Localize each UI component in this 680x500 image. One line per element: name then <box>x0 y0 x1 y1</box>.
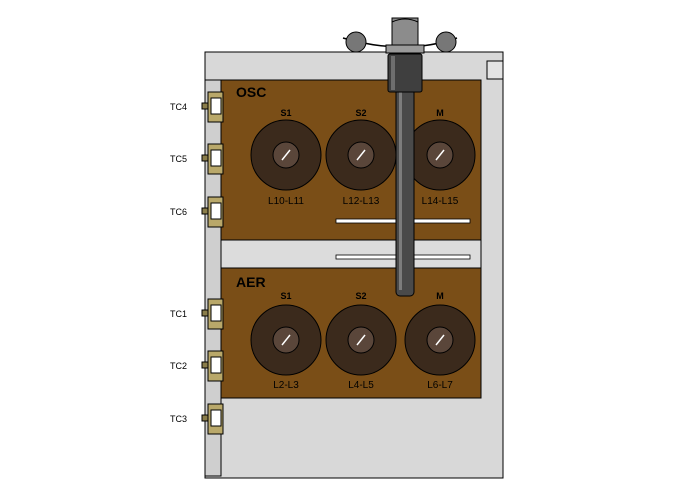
aer-knob-s2-slot-icon <box>356 334 366 346</box>
aer-knob-s1-top-label: S1 <box>280 291 291 301</box>
aer-knob-s1-bottom-label: L2-L3 <box>273 380 299 391</box>
aer-panel-label: AER <box>236 274 266 290</box>
osc-panel-label: OSC <box>236 84 266 100</box>
terminal-tc1-label: TC1 <box>170 309 187 319</box>
osc-knob-m-slot-icon <box>435 149 445 161</box>
osc-knob-m-bottom-label: L14-L15 <box>422 196 459 207</box>
tuning-shaft-highlight <box>399 62 402 290</box>
aer-knob-s1[interactable]: S1 L2-L3 <box>250 291 322 391</box>
aer-knob-m-bottom-label: L6-L7 <box>427 380 453 391</box>
terminal-tc2-label: TC2 <box>170 361 187 371</box>
terminal-tc5-label: TC5 <box>170 154 187 164</box>
aer-knob-s2-top-label: S2 <box>355 291 366 301</box>
terminal-tc1-socket <box>210 304 222 322</box>
osc-knob-s1-bottom-label: L10-L11 <box>268 196 304 207</box>
terminal-tc3-pin <box>201 414 209 422</box>
aer-knob-s2[interactable]: S2 L4-L5 <box>325 291 397 391</box>
terminal-tc2[interactable]: TC2 <box>170 350 224 382</box>
aer-knob-m-slot-icon <box>435 334 445 346</box>
osc-knob-s1[interactable]: S1 L10-L11 <box>250 108 322 207</box>
terminal-tc5[interactable]: TC5 <box>170 143 224 175</box>
aer-knob-m[interactable]: M L6-L7 <box>404 291 476 391</box>
osc-knob-s2-bottom-label: L12-L13 <box>343 196 380 207</box>
terminal-tc1[interactable]: TC1 <box>170 298 224 330</box>
right-roller-icon <box>435 31 457 53</box>
terminal-tc4[interactable]: TC4 <box>170 91 224 123</box>
terminal-tc6-socket <box>210 202 222 220</box>
osc-knob-s2[interactable]: S2 L12-L13 <box>325 108 397 207</box>
middle-gap <box>220 239 482 269</box>
aer-knob-m-top-label: M <box>436 291 444 301</box>
aer-knob-s1-slot-icon <box>281 334 291 346</box>
left-roller-icon <box>345 31 367 53</box>
shaft-top-cut <box>391 18 419 23</box>
osc-knob-s2-top-label: S2 <box>355 108 366 118</box>
terminal-tc3[interactable]: TC3 <box>170 403 224 435</box>
osc-knob-s1-slot-icon <box>281 149 291 161</box>
terminal-tc6-label: TC6 <box>170 207 187 217</box>
shaft-bushing <box>387 53 423 93</box>
osc-panel: OSC S1 L10-L11 S2 L12-L13 M L14-L15 <box>220 79 482 241</box>
tuning-shaft <box>395 57 415 297</box>
terminal-tc4-pin <box>201 102 209 110</box>
aer-knob-s2-bottom-label: L4-L5 <box>348 380 374 391</box>
terminal-tc2-socket <box>210 356 222 374</box>
terminal-tc3-socket <box>210 409 222 427</box>
osc-knob-s2-slot-icon <box>356 149 366 161</box>
terminal-tc4-socket <box>210 97 222 115</box>
terminal-tc6[interactable]: TC6 <box>170 196 224 228</box>
osc-knob-s1-top-label: S1 <box>280 108 291 118</box>
shaft-collar <box>385 44 425 54</box>
aer-panel: AER S1 L2-L3 S2 L4-L5 M L6-L7 <box>220 267 482 399</box>
terminal-tc1-pin <box>201 309 209 317</box>
terminal-tc5-pin <box>201 154 209 162</box>
terminal-tc4-label: TC4 <box>170 102 187 112</box>
shaft-bushing-highlight <box>391 56 395 90</box>
terminal-tc5-socket <box>210 149 222 167</box>
chassis-top-bracket <box>486 60 504 80</box>
terminal-tc2-pin <box>201 361 209 369</box>
terminal-tc6-pin <box>201 207 209 215</box>
osc-knob-m-top-label: M <box>436 108 444 118</box>
osc-knob-m[interactable]: M L14-L15 <box>404 108 476 207</box>
terminal-tc3-label: TC3 <box>170 414 187 424</box>
